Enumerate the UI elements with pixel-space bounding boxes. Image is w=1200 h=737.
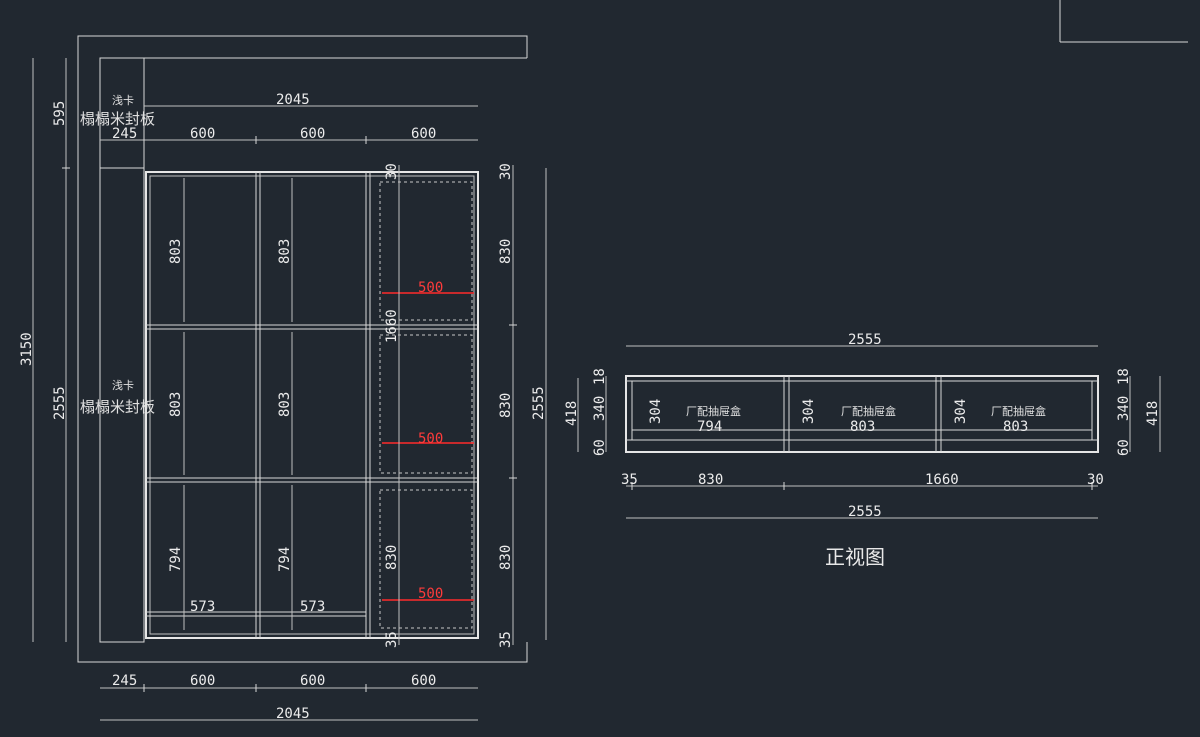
front-top-total: 2555 xyxy=(848,332,882,348)
right-dim-30: 30 xyxy=(498,163,514,180)
sealing-board-label-top: 榻榻米封板 xyxy=(80,110,155,128)
right-dim-830-mid: 830 xyxy=(498,393,514,418)
drawer-col-dim-1660: 1660 xyxy=(384,309,400,343)
top-col-600-b: 600 xyxy=(300,126,325,142)
drawer-label-2: 厂配抽屉盒 xyxy=(841,404,896,418)
drawer-col-dim-30: 30 xyxy=(384,163,400,180)
drawer-box-bottom xyxy=(379,489,473,629)
front-inner-height-1: 304 xyxy=(648,399,664,424)
inner-width-573-a: 573 xyxy=(190,599,215,615)
front-right-340: 340 xyxy=(1116,396,1132,421)
compartment-height-r3c1: 794 xyxy=(168,547,184,572)
sealing-board-label-mid: 榻榻米封板 xyxy=(80,398,155,416)
front-bottom-830: 830 xyxy=(698,472,723,488)
drawer-col-dim-35: 35 xyxy=(384,631,400,648)
bottom-col-600-b: 600 xyxy=(300,673,325,689)
front-left-418: 418 xyxy=(564,401,580,426)
drawer-width-bottom: 500 xyxy=(418,586,443,602)
right-dim-35: 35 xyxy=(498,631,514,648)
front-left-60: 60 xyxy=(592,439,608,456)
drawer-box-top xyxy=(379,181,473,321)
front-view: 2555 304 304 304 厂配抽屉盒 厂配抽屉盒 厂配抽屉盒 794 8… xyxy=(564,332,1161,569)
front-inner-height-2: 304 xyxy=(801,399,817,424)
cabinet-frame xyxy=(145,171,479,639)
qianka-label-top: 浅卡 xyxy=(112,94,134,107)
drawer-width-top: 500 xyxy=(418,280,443,296)
top-col-600-c: 600 xyxy=(411,126,436,142)
front-bottom-total: 2555 xyxy=(848,504,882,520)
bottom-col-245: 245 xyxy=(112,673,137,689)
front-frame xyxy=(625,375,1099,453)
drawer-box-middle xyxy=(379,334,473,474)
wall-outline xyxy=(77,35,528,663)
top-col-245: 245 xyxy=(112,126,137,142)
left-dim-3150: 3150 xyxy=(19,332,35,366)
left-elevation-view: 500 500 500 803 803 803 803 794 794 573 … xyxy=(19,35,547,722)
right-dim-2555: 2555 xyxy=(531,386,547,420)
inner-width-573-b: 573 xyxy=(300,599,325,615)
right-dim-830-bot: 830 xyxy=(498,545,514,570)
front-right-418: 418 xyxy=(1145,401,1161,426)
bottom-col-600-c: 600 xyxy=(411,673,436,689)
qianka-label-mid: 浅卡 xyxy=(112,379,134,392)
front-left-340: 340 xyxy=(592,396,608,421)
bottom-width-2045: 2045 xyxy=(276,706,310,722)
compartment-height-r2c1: 803 xyxy=(168,392,184,417)
drawer-label-3: 厂配抽屉盒 xyxy=(991,404,1046,418)
compartment-height-r1c2: 803 xyxy=(277,239,293,264)
compartment-height-r3c2: 794 xyxy=(277,547,293,572)
front-inner-width-1: 794 xyxy=(697,419,722,435)
tatami-sealing-column xyxy=(99,57,145,643)
compartment-height-r2c2: 803 xyxy=(277,392,293,417)
title-block-corner xyxy=(1059,0,1188,43)
drawer-col-dim-830: 830 xyxy=(384,545,400,570)
front-bottom-35: 35 xyxy=(621,472,638,488)
front-bottom-1660: 1660 xyxy=(925,472,959,488)
drawer-label-1: 厂配抽屉盒 xyxy=(686,404,741,418)
front-inner-height-3: 304 xyxy=(953,399,969,424)
bottom-col-600-a: 600 xyxy=(190,673,215,689)
top-width-2045: 2045 xyxy=(276,92,310,108)
right-dim-830-top: 830 xyxy=(498,239,514,264)
front-bottom-30: 30 xyxy=(1087,472,1104,488)
left-dim-2555: 2555 xyxy=(52,386,68,420)
front-view-title: 正视图 xyxy=(825,545,885,569)
drawer-width-middle: 500 xyxy=(418,431,443,447)
compartment-height-r1c1: 803 xyxy=(168,239,184,264)
front-left-18: 18 xyxy=(592,368,608,385)
front-inner-width-3: 803 xyxy=(1003,419,1028,435)
front-inner-width-2: 803 xyxy=(850,419,875,435)
top-col-600-a: 600 xyxy=(190,126,215,142)
front-right-60: 60 xyxy=(1116,439,1132,456)
front-right-18: 18 xyxy=(1116,368,1132,385)
left-dim-595: 595 xyxy=(52,101,68,126)
